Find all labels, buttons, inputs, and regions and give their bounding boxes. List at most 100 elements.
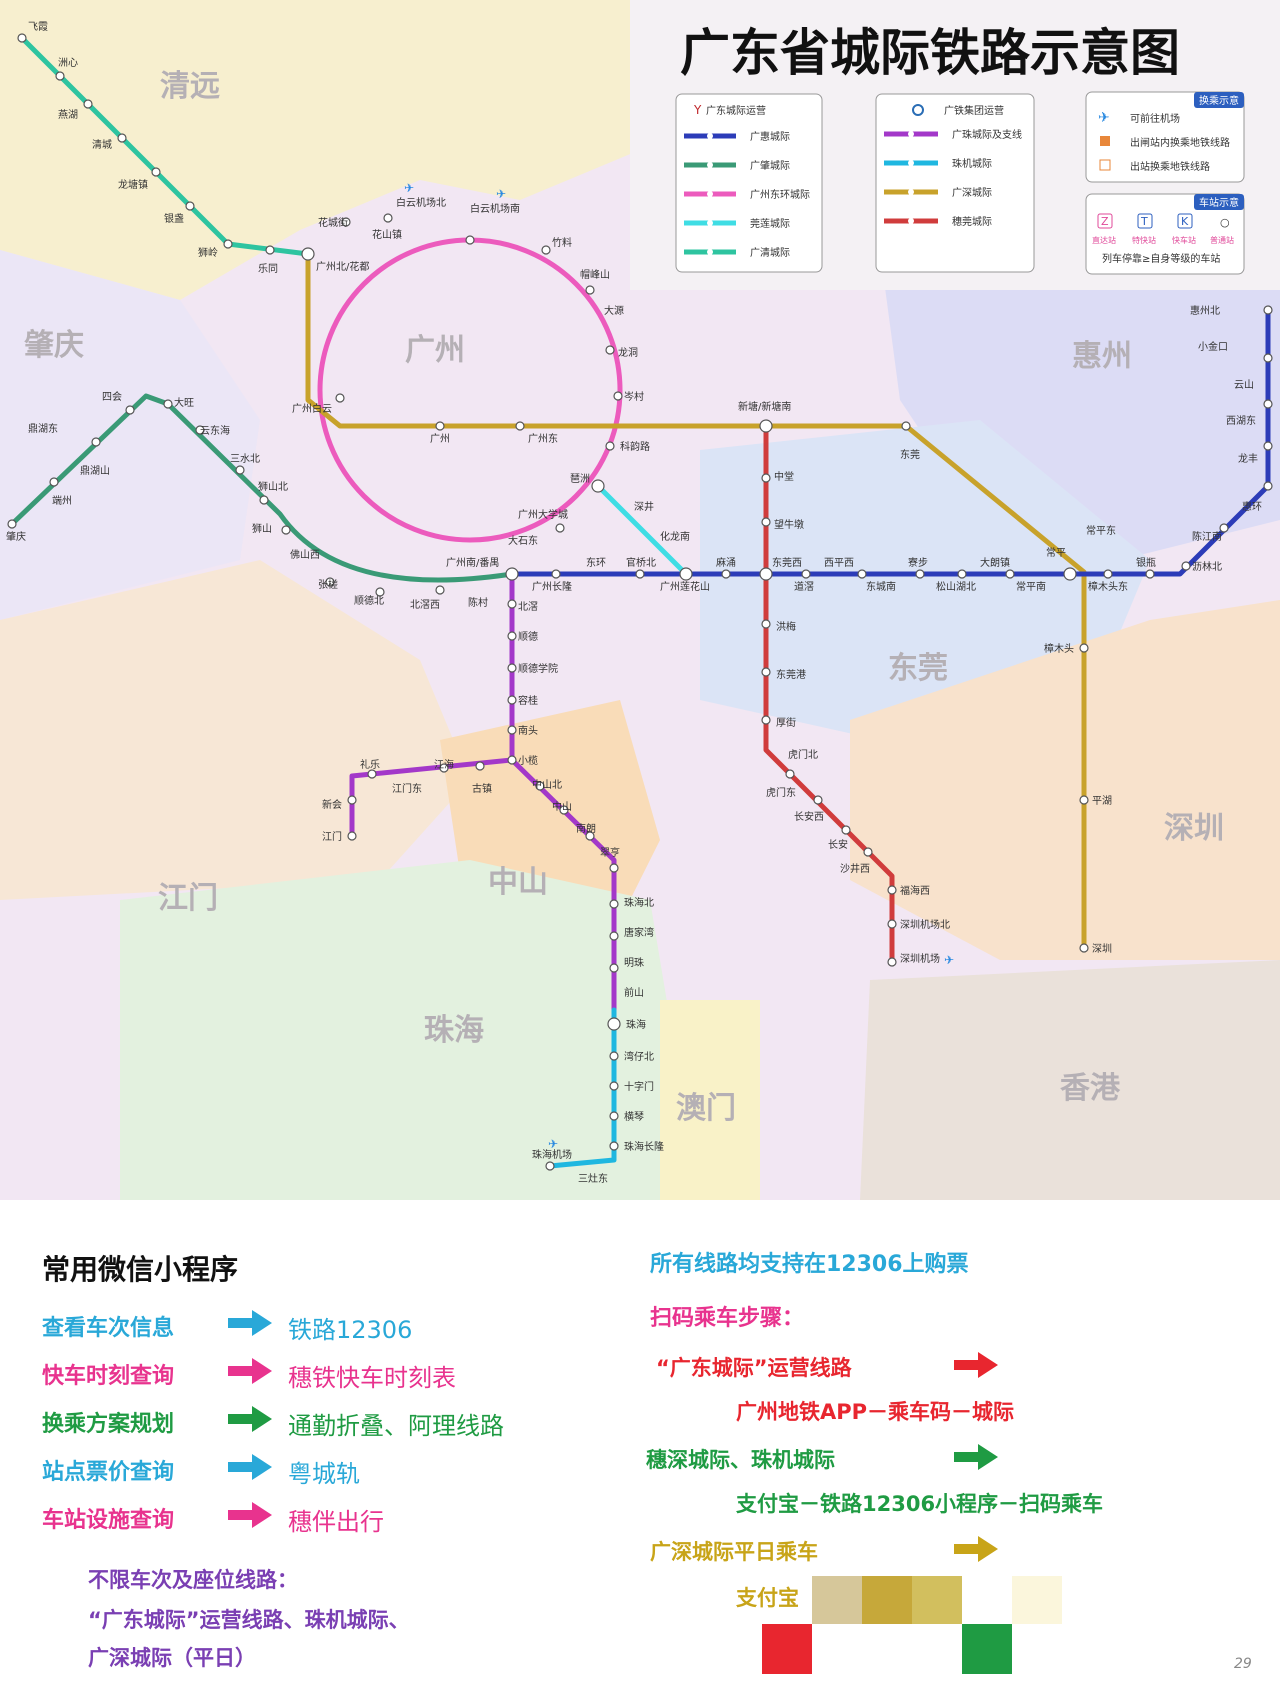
station-label: 云东海	[200, 424, 230, 437]
station-label: 古镇	[472, 782, 492, 795]
station-label: 飞霞	[28, 21, 48, 33]
station-label: 江门	[322, 830, 342, 843]
station-label: 沙井西	[840, 862, 870, 875]
guide-panel: 常用微信小程序 查看车次信息 铁路12306 快车时刻查询 穗铁快车时刻表 换乘…	[0, 1200, 1280, 1706]
mosaic-block	[862, 1576, 912, 1624]
station-label: 燕湖	[58, 109, 78, 121]
legend-title: 车站示意	[1199, 196, 1239, 209]
transfer-icon	[1100, 136, 1110, 146]
step-label: 广深城际平日乘车	[650, 1540, 818, 1564]
station-label: 花山镇	[372, 228, 402, 241]
arrow-right-icon	[228, 1310, 272, 1336]
station-icon: K	[1181, 215, 1189, 228]
station-label: 化龙南	[660, 530, 690, 543]
legend-title: 广铁集团运营	[944, 104, 1004, 117]
arrow-right-icon	[228, 1502, 272, 1528]
step-detail: 支付宝－铁路12306小程序－扫码乘车	[736, 1492, 1104, 1516]
station-label: 陈江南	[1192, 530, 1222, 543]
station-icon: T	[1140, 215, 1148, 228]
station-label: 三水北	[230, 453, 260, 465]
station-label: 大源	[604, 304, 624, 317]
station-label: 陈村	[468, 596, 488, 609]
line-guangshen	[305, 251, 1087, 951]
station-label: 北滘	[518, 601, 538, 613]
station-label: 长安	[828, 838, 848, 851]
station-label: 东莞	[900, 448, 920, 461]
unlimited-line: “广东城际”运营线路、珠机城际、	[88, 1608, 410, 1632]
region-qingyuan	[0, 0, 640, 300]
station-label: 洲心	[58, 57, 78, 69]
station-label: 江海	[434, 758, 454, 771]
line-suiguan	[763, 423, 895, 965]
railway-map: 清远 肇庆 广州 惠州 东莞 江门 中山 深圳 珠海 澳门 香港 广东省城际铁路…	[0, 0, 1280, 1200]
station-label: 洪梅	[776, 620, 796, 633]
row-target: 穗铁快车时刻表	[288, 1364, 456, 1392]
region-label: 香港	[1060, 1071, 1121, 1106]
station-label: 银瓶	[1136, 556, 1156, 569]
arrow-right-icon	[228, 1454, 272, 1480]
station-label: 大朗镇	[980, 556, 1010, 569]
station-label: 广州莲花山	[660, 580, 710, 593]
region-macau	[660, 1000, 760, 1200]
station-label: 西平西	[824, 558, 854, 569]
legend-box-3: 换乘示意 ✈ 可前往机场 出闸站内换乘地铁线路 出站换乘地铁线路	[1085, 91, 1245, 183]
unlimited-line: 广深城际（平日）	[88, 1646, 256, 1670]
station-label: 礼乐	[360, 758, 380, 771]
station-label: 松山湖北	[936, 580, 976, 593]
arrow-right-icon	[954, 1536, 998, 1562]
line-guanlian	[595, 483, 689, 577]
station-label: 深圳机场	[900, 952, 940, 965]
station-label: 广州东	[528, 432, 558, 445]
region-zhaoqing	[0, 250, 260, 620]
row-label: 查看车次信息	[42, 1316, 175, 1341]
station-label: 虎门北	[788, 748, 818, 761]
legend-item: 穗莞城际	[952, 215, 992, 228]
region-label: 惠州	[1072, 339, 1132, 374]
station-label: 惠州北	[1190, 304, 1220, 317]
legend-item: 广珠城际及支线	[952, 128, 1022, 141]
station-label: 西湖东	[1226, 414, 1256, 427]
arrow-right-icon	[228, 1406, 272, 1432]
legend-item: 广州东环城际	[750, 188, 810, 201]
station-label: 官桥北	[626, 556, 656, 569]
station-label: 银盏	[164, 212, 184, 225]
mosaic-block	[762, 1624, 812, 1674]
station-label: 狮山北	[258, 480, 288, 493]
station-label: 端州	[52, 494, 72, 507]
station-label: 容桂	[518, 694, 538, 707]
station-label: 深圳机场北	[900, 918, 950, 931]
region-label: 珠海	[424, 1013, 484, 1048]
mosaic-block	[912, 1576, 962, 1624]
unlimited-title: 不限车次及座位线路：	[88, 1568, 298, 1592]
station-label: 广州	[430, 433, 450, 445]
station-label: 顺德学院	[518, 662, 558, 675]
station-label: 前山	[624, 986, 644, 999]
legend-item: 广深城际	[952, 187, 992, 199]
legend-item: 可前往机场	[1130, 112, 1180, 125]
legend-item: 广肇城际	[750, 159, 790, 172]
row-target: 穗伴出行	[288, 1508, 384, 1536]
station-label: 南朗	[576, 822, 596, 835]
station-labels: 飞霞 洲心 燕湖 清城 龙塘镇 银盏 狮岭 乐同 花城街 花山镇 白云机场北 白…	[6, 21, 1262, 1185]
station-label: 望牛墩	[774, 518, 804, 531]
station-label: 科韵路	[620, 440, 650, 453]
legend-box-1: 广东城际运营 Y 广惠城际 广肇城际 广州东环城际 莞莲城际 广清城际	[675, 93, 823, 273]
station-label: 鼎湖东	[28, 422, 58, 435]
station-label: 顺德	[518, 630, 538, 643]
region-zhuhai	[120, 860, 700, 1200]
station-label: 龙塘镇	[118, 178, 148, 191]
station-label: 麻涌	[716, 556, 736, 569]
station-label: 翠亨	[600, 846, 620, 859]
region-hongkong	[860, 960, 1280, 1200]
station-label: 惠环	[1242, 500, 1262, 513]
plane-icon: ✈	[404, 181, 414, 195]
station-label: 横琴	[624, 1110, 644, 1123]
station-label: 大石东	[508, 534, 538, 547]
section-title: 常用微信小程序	[42, 1253, 239, 1286]
station-label: 沥林北	[1192, 560, 1222, 573]
legend-item: 广惠城际	[750, 130, 790, 143]
station-label: 广州大学城	[518, 508, 568, 521]
plane-icon: ✈	[548, 1137, 558, 1151]
legend-item: 广清城际	[750, 246, 790, 259]
legend-item: 珠机城际	[952, 157, 992, 170]
